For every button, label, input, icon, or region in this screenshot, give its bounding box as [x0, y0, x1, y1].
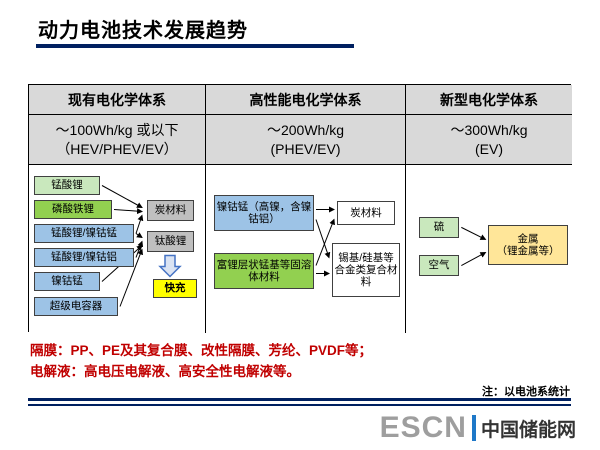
material-box-lmo: 锰酸锂 — [34, 176, 100, 195]
material-box-sulfur: 硫 — [419, 217, 459, 238]
material-box-air: 空气 — [419, 255, 459, 276]
electrolyte-note: 电解液：高电压电解液、高安全性电解液等。 — [30, 363, 300, 379]
fast-charge-label: 快充 — [153, 279, 197, 298]
capacity-value: ～100Wh/kg 或以下 — [55, 121, 179, 138]
diagram-high-performance-cell: 镍钴锰（高镍，含镍钴铝） 炭材料 富锂层状锰基等固溶体材料 锡基/硅基等合金类复… — [206, 165, 406, 333]
material-box-li-rich: 富锂层状锰基等固溶体材料 — [214, 253, 314, 289]
title-underline — [36, 44, 354, 48]
material-box-lfp: 磷酸铁锂 — [34, 200, 112, 219]
capacity-current: ～100Wh/kg 或以下 （HEV/PHEV/EV） — [29, 115, 206, 165]
escn-logo: ESCN 中国储能网 — [380, 411, 576, 445]
material-box-high-nickel-ncm: 镍钴锰（高镍，含镍钴铝） — [214, 195, 314, 231]
diagram-new-type-cell: 硫 空气 金属 （锂金属等） — [406, 165, 572, 333]
capacity-apps: (PHEV/EV) — [270, 140, 341, 157]
material-box-carbon: 炭材料 — [337, 201, 395, 225]
separator-note: 隔膜：PP、PE及其复合膜、改性隔膜、芳纶、PVDF等； — [30, 343, 373, 358]
metal-sublabel: （锂金属等） — [496, 245, 560, 257]
material-box-carbon: 炭材料 — [147, 200, 194, 221]
capacity-new-type: ～300Wh/kg (EV) — [406, 115, 572, 165]
material-box-lmo-nca: 锰酸锂/镍钴铝 — [34, 248, 134, 267]
capacity-high-performance: ～200Wh/kg (PHEV/EV) — [206, 115, 406, 165]
footer-rule-thin — [28, 404, 571, 406]
column-header-new-type: 新型电化学体系 — [406, 85, 572, 115]
fast-charge-down-arrow — [158, 254, 182, 278]
material-box-metal: 金属 （锂金属等） — [488, 225, 568, 265]
comparison-table: 现有电化学体系 高性能电化学体系 新型电化学体系 ～100Wh/kg 或以下 （… — [28, 84, 572, 333]
material-box-lmo-ncm: 锰酸锂/镍钴锰 — [34, 224, 134, 243]
material-box-supercap: 超级电容器 — [34, 297, 118, 316]
capacity-apps: (EV) — [475, 140, 503, 157]
diagram-current-cell: 锰酸锂 磷酸铁锂 锰酸锂/镍钴锰 锰酸锂/镍钴铝 镍钴锰 超级电容器 炭材料 钛… — [29, 165, 206, 333]
membrane-electrolyte-notes: 隔膜：PP、PE及其复合膜、改性隔膜、芳纶、PVDF等； 电解液：高电压电解液、… — [30, 341, 372, 383]
capacity-apps: （HEV/PHEV/EV） — [56, 140, 178, 157]
material-box-lto: 钛酸锂 — [147, 231, 194, 252]
logo-site-name: 中国储能网 — [480, 419, 576, 441]
metal-label: 金属 — [517, 232, 539, 245]
page-title: 动力电池技术发展趋势 — [38, 20, 248, 42]
logo-escn-text: ESCN — [379, 411, 467, 444]
column-header-high-performance: 高性能电化学体系 — [206, 85, 406, 115]
column-header-current: 现有电化学体系 — [29, 85, 206, 115]
footnote: 注：以电池系统计 — [482, 386, 570, 398]
capacity-value: ～200Wh/kg — [266, 121, 345, 138]
footer-rule-thick — [28, 398, 571, 401]
material-box-ncm: 镍钴锰 — [34, 272, 100, 291]
logo-divider-bar — [471, 415, 476, 441]
capacity-value: ～300Wh/kg — [450, 121, 528, 138]
material-box-alloy-composite: 锡基/硅基等合金类复合材料 — [332, 243, 400, 297]
